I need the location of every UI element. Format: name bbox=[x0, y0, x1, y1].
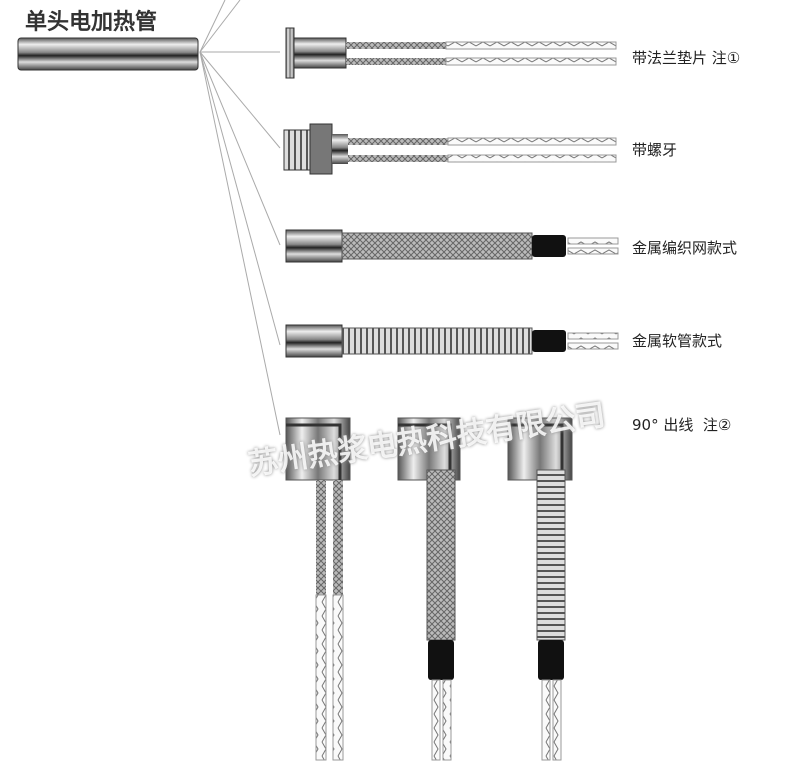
flange-variant bbox=[285, 27, 617, 79]
variant-label-hose: 金属软管款式 bbox=[632, 332, 723, 350]
variant-label-90deg: 90° 出线 注② bbox=[632, 416, 732, 434]
page-title: 单头电加热管 bbox=[25, 10, 158, 35]
elbow-variant-wire bbox=[285, 417, 351, 761]
variant-label-braided: 金属编织网款式 bbox=[632, 239, 738, 257]
hose-variant bbox=[285, 324, 619, 358]
elbow-variant-braided bbox=[397, 417, 461, 761]
variant-label-thread: 带螺牙 bbox=[632, 141, 678, 159]
braided-variant bbox=[285, 229, 619, 263]
thread-variant bbox=[283, 123, 617, 175]
elbow-variant-hose bbox=[507, 417, 573, 761]
variant-label-flange: 带法兰垫片 注① bbox=[632, 49, 741, 67]
heater-tube bbox=[17, 37, 199, 71]
connector-lines bbox=[199, 0, 281, 436]
